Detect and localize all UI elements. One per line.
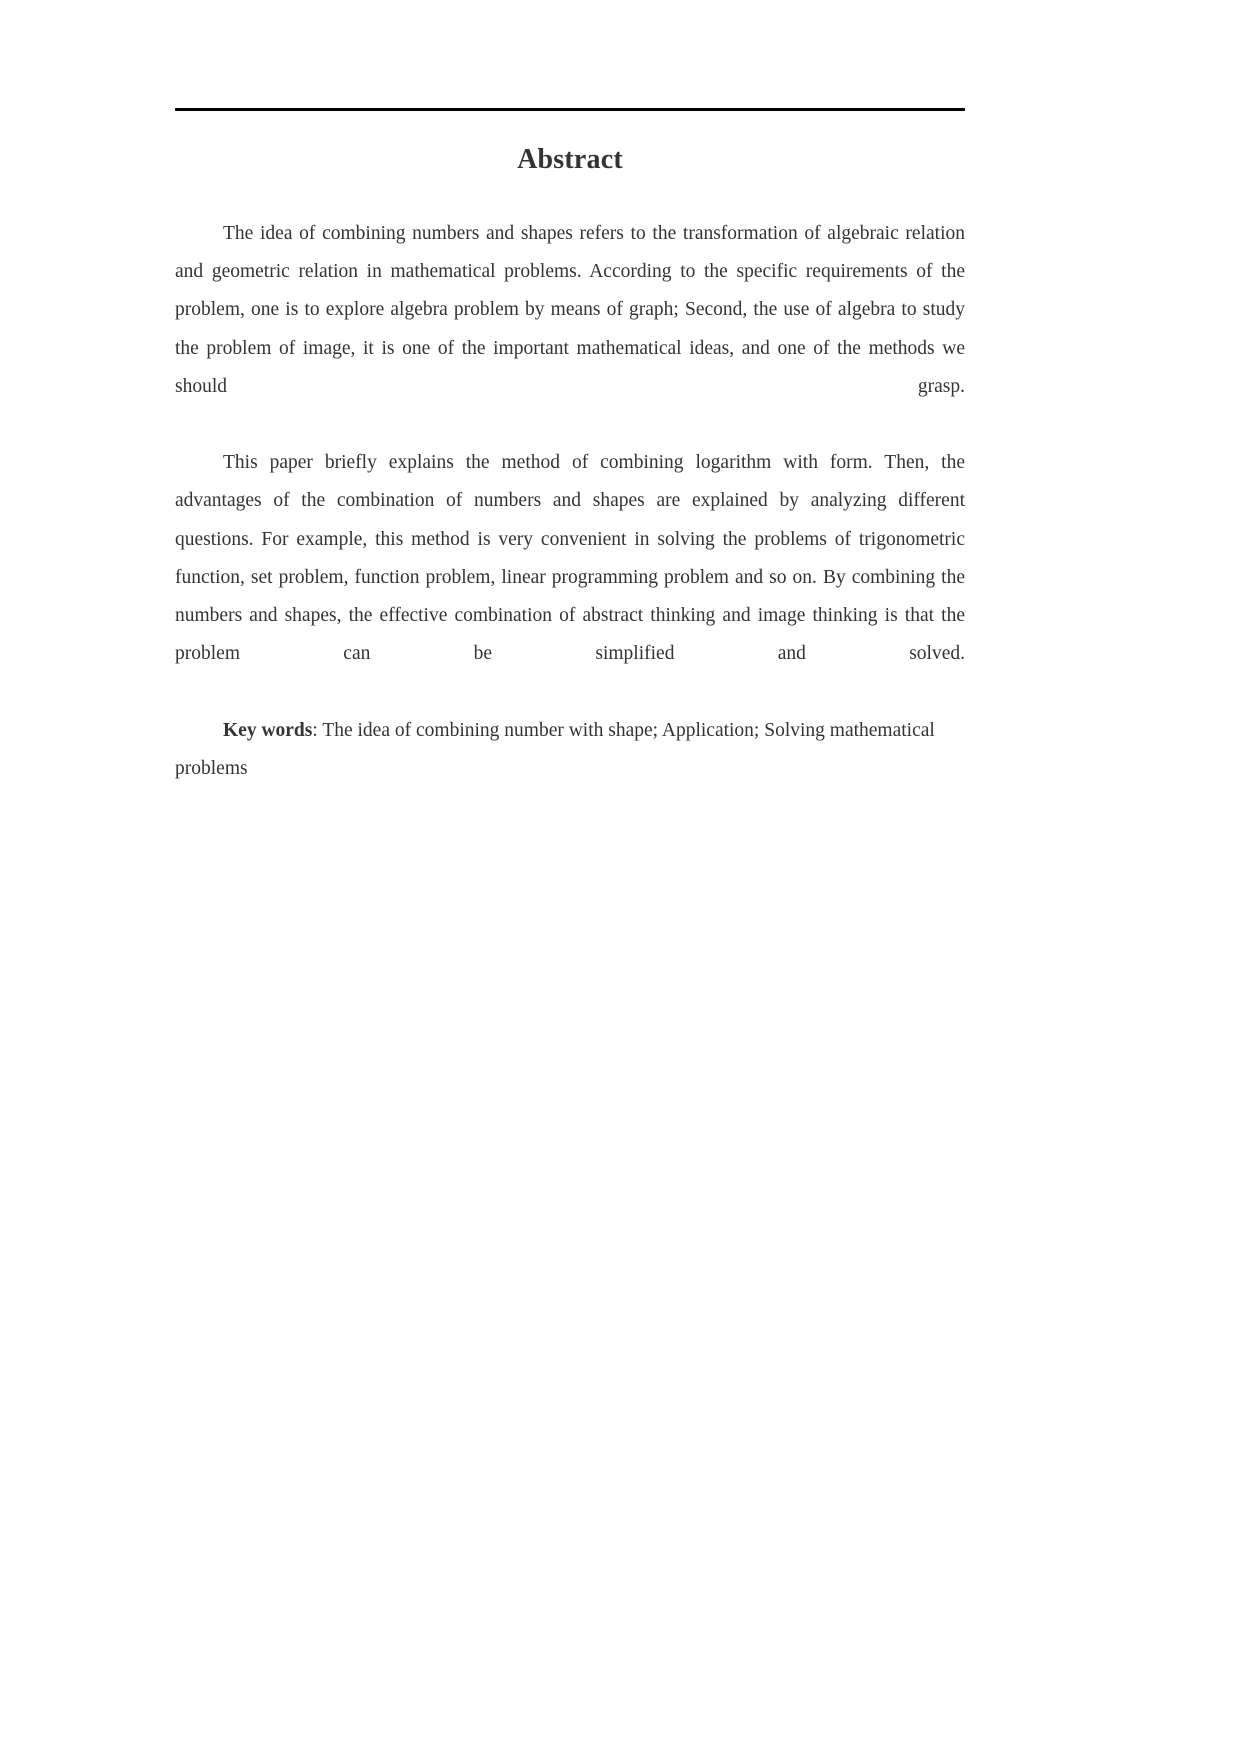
- page-content: Abstract The idea of combining numbers a…: [175, 0, 965, 826]
- page-title: Abstract: [517, 144, 623, 175]
- abstract-paragraph-1: The idea of combining numbers and shapes…: [175, 223, 965, 397]
- keywords-text: The idea of combining number with shape;…: [175, 719, 935, 779]
- abstract-body: The idea of combining numbers and shapes…: [175, 177, 965, 826]
- keywords-label: Key words: [223, 719, 313, 741]
- header-divider-rule: [175, 108, 965, 111]
- keywords-paragraph: Key words: The idea of combining number …: [175, 712, 965, 827]
- keywords-separator: :: [312, 719, 323, 741]
- abstract-paragraph-2: This paper briefly explains the method o…: [175, 452, 965, 665]
